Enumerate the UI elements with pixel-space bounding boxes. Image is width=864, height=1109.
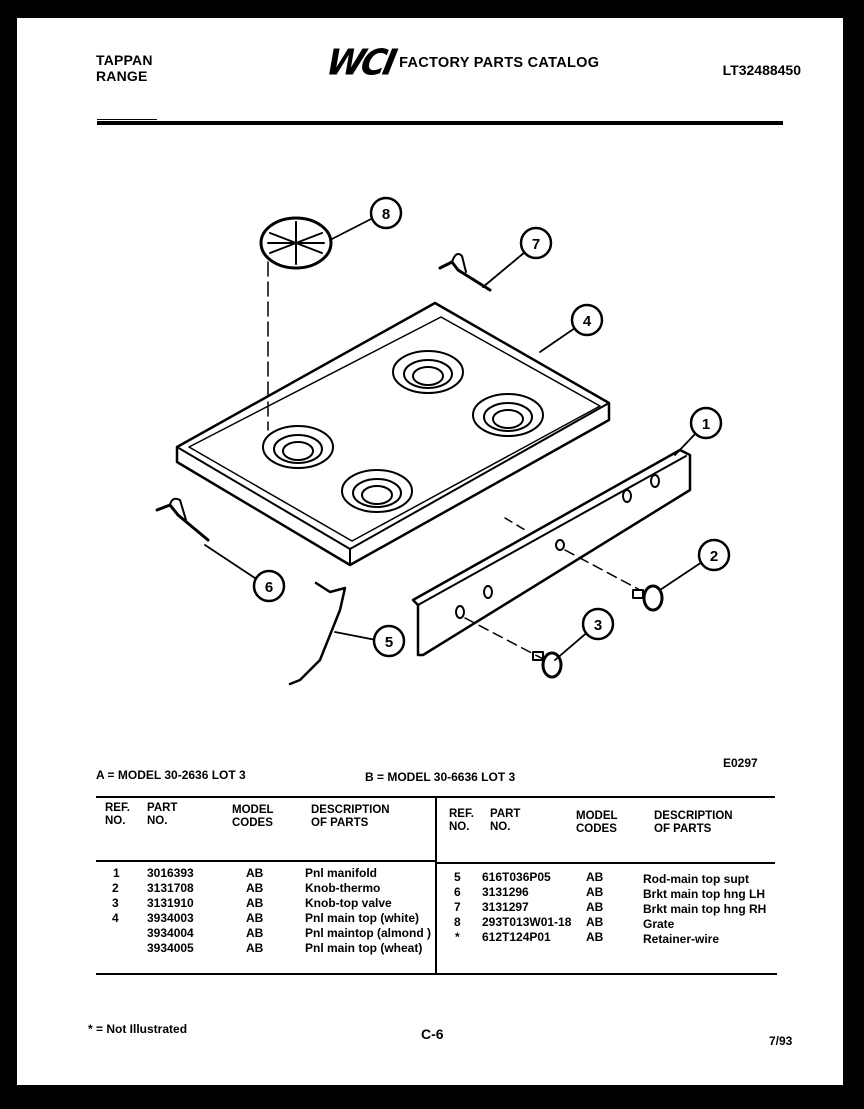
part-no: 612T124P01: [482, 930, 551, 944]
leader-lines: [204, 217, 706, 661]
model-codes: AB: [586, 900, 604, 914]
revision-date: 7/93: [769, 1034, 793, 1048]
hinge-bracket-lh-icon: [155, 497, 210, 542]
wci-logo: WCI: [322, 42, 398, 84]
description: Brkt main top hng RH: [643, 902, 767, 916]
ref-no: 7: [454, 900, 461, 914]
callout-1: 1: [689, 406, 723, 440]
svg-text:2: 2: [710, 548, 718, 565]
part-no: 3934004: [147, 926, 194, 940]
description: Pnl maintop (almond ): [305, 926, 431, 940]
ref-no: *: [455, 930, 460, 944]
part-no: 3016393: [147, 866, 194, 880]
part-no: 3934005: [147, 941, 194, 955]
ref-no: 8: [454, 915, 461, 929]
svg-text:3: 3: [594, 617, 602, 634]
col-ref-header-right: REF.NO.: [449, 808, 474, 833]
model-codes: AB: [246, 926, 264, 940]
callout-5: 5: [372, 624, 406, 658]
description: Brkt main top hng LH: [643, 887, 765, 901]
document-id: LT32488450: [722, 62, 801, 78]
svg-text:5: 5: [385, 634, 393, 651]
col-ref-header-left: REF.NO.: [105, 802, 130, 827]
part-no: 293T013W01-18: [482, 915, 572, 929]
ref-no: 2: [112, 881, 119, 895]
model-codes: AB: [246, 866, 264, 880]
ref-no: 3: [112, 896, 119, 910]
ref-no: 6: [454, 885, 461, 899]
callout-6: 6: [252, 569, 286, 603]
ref-no: 4: [112, 911, 119, 925]
table-divider: [435, 796, 437, 973]
svg-text:1: 1: [702, 416, 710, 433]
callout-2: 2: [697, 538, 731, 572]
description: Grate: [643, 917, 675, 931]
knob-top-valve-icon: [532, 651, 563, 679]
model-b-label: B = MODEL 30-6636 LOT 3: [365, 770, 516, 784]
ref-no: 5: [454, 870, 461, 884]
callout-7: 7: [519, 226, 553, 260]
part-no: 3131296: [482, 885, 529, 899]
description: Retainer-wire: [643, 932, 720, 946]
model-codes: AB: [586, 870, 604, 884]
not-illustrated-note: * = Not Illustrated: [88, 1022, 188, 1036]
support-rod-icon: [288, 581, 347, 686]
header-rule-right: [437, 862, 775, 864]
description: Pnl manifold: [305, 866, 377, 880]
model-codes: AB: [246, 881, 264, 895]
model-a-label: A = MODEL 30-2636 LOT 3: [96, 768, 246, 782]
header-rule-left: [96, 860, 435, 862]
table-row: 1: [113, 866, 120, 880]
description: Pnl main top (white): [305, 911, 419, 925]
callout-8: 8: [369, 196, 403, 230]
callout-3: 3: [581, 607, 615, 641]
page-number: C-6: [421, 1026, 444, 1042]
callout-4: 4: [570, 303, 604, 337]
svg-text:7: 7: [532, 236, 540, 253]
svg-text:4: 4: [583, 313, 592, 330]
model-codes: AB: [246, 896, 264, 910]
manifold-panel-icon: [411, 448, 692, 661]
model-codes: AB: [586, 930, 604, 944]
model-codes: AB: [246, 911, 264, 925]
part-no: 616T036P05: [482, 870, 551, 884]
part-no: 3934003: [147, 911, 194, 925]
catalog-title: FACTORY PARTS CATALOG: [399, 55, 600, 71]
table-bottom-rule: [96, 973, 777, 975]
part-no: 3131297: [482, 900, 529, 914]
svg-text:6: 6: [265, 579, 273, 596]
model-codes: AB: [586, 915, 604, 929]
part-no: 3131910: [147, 896, 194, 910]
figure-code: E0297: [723, 756, 758, 770]
exploded-parts-diagram: 8 7 4 1 2 3 5 6: [155, 196, 731, 686]
part-no: 3131708: [147, 881, 194, 895]
catalog-heading: WCI FACTORY PARTS CATALOG: [322, 42, 600, 84]
knob-thermo-icon: [632, 584, 664, 612]
brand-line-1: TAPPAN: [96, 52, 153, 68]
description: Knob-thermo: [305, 881, 381, 895]
description: Knob-top valve: [305, 896, 392, 910]
brand-line-2: RANGE: [96, 68, 148, 84]
model-codes: AB: [246, 941, 264, 955]
header-rule: [97, 121, 783, 125]
description: Pnl main top (wheat): [305, 941, 423, 955]
grate-part-icon: [259, 216, 333, 431]
catalog-page: TAPPAN RANGE WCI FACTORY PARTS CATALOG L…: [17, 18, 843, 1085]
description: Rod-main top supt: [643, 872, 749, 886]
header-rule-accent: [97, 119, 157, 120]
brand-block: TAPPAN RANGE: [96, 52, 153, 84]
svg-text:8: 8: [382, 206, 390, 223]
hinge-bracket-rh-icon: [438, 253, 492, 292]
model-codes: AB: [586, 885, 604, 899]
main-top-panel-icon: [175, 301, 611, 567]
